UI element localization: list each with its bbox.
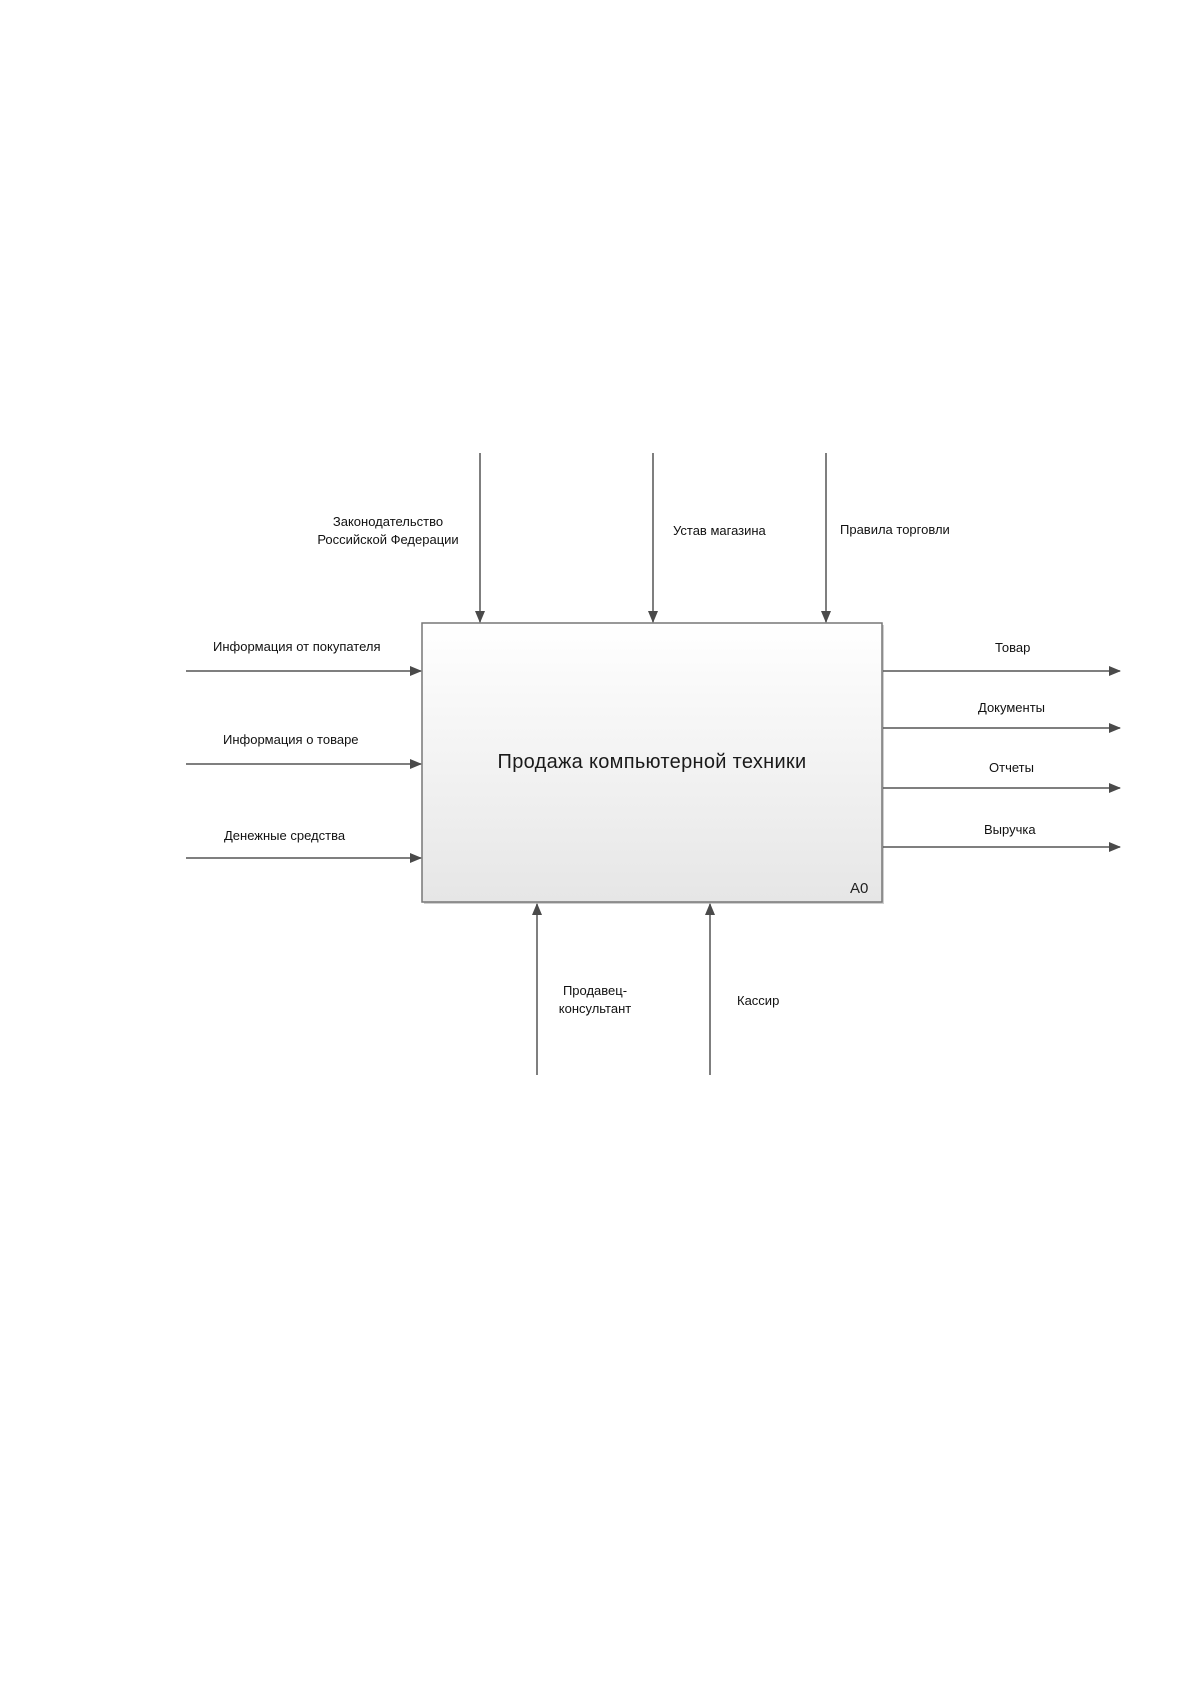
output-label-documents: Документы bbox=[978, 699, 1045, 717]
mechanism-label-sales-consultant-line2: консультант bbox=[545, 1000, 645, 1018]
control-label-legislation-line2: Российской Федерации bbox=[300, 531, 476, 549]
input-label-customer-info: Информация от покупателя bbox=[213, 638, 381, 656]
input-label-product-info: Информация о товаре bbox=[223, 731, 359, 749]
input-label-money: Денежные средства bbox=[224, 827, 345, 845]
control-label-legislation: Законодательство Российской Федерации bbox=[300, 513, 476, 549]
output-label-goods: Товар bbox=[995, 639, 1030, 657]
output-label-revenue: Выручка bbox=[984, 821, 1036, 839]
control-label-store-charter: Устав магазина bbox=[673, 522, 766, 540]
function-title: Продажа компьютерной техники bbox=[422, 623, 882, 902]
node-number: A0 bbox=[850, 880, 868, 897]
mechanism-label-sales-consultant-line1: Продавец- bbox=[545, 982, 645, 1000]
mechanism-label-sales-consultant: Продавец- консультант bbox=[545, 982, 645, 1018]
output-label-reports: Отчеты bbox=[989, 759, 1034, 777]
control-label-legislation-line1: Законодательство bbox=[300, 513, 476, 531]
control-label-trade-rules: Правила торговли bbox=[840, 521, 950, 539]
mechanism-label-cashier: Кассир bbox=[737, 992, 779, 1010]
